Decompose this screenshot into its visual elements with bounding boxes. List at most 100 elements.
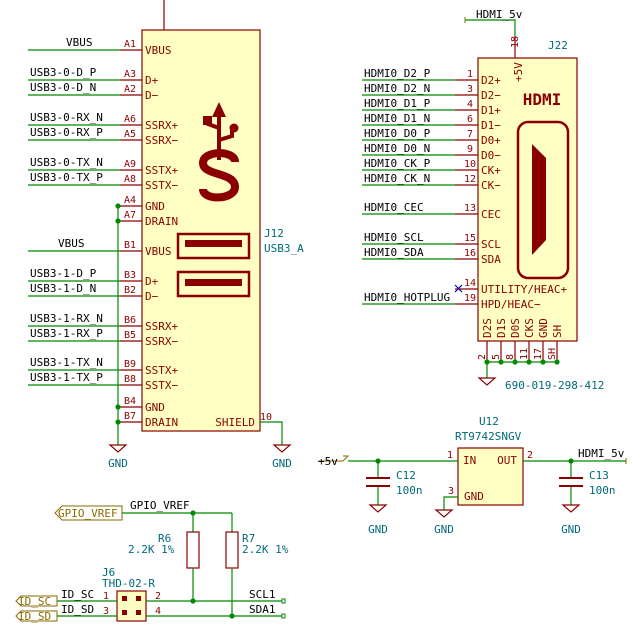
usb-net-label: USB3-1-RX_P [30, 327, 103, 340]
id-eeprom-section: GPIO_VREF GPIO_VREF R6 2.2K 1% R7 2.2K 1… [15, 499, 289, 623]
hdmi-receptacle-tongue [532, 144, 546, 255]
hdmi-pin-name: CK+ [481, 164, 501, 177]
hdmi-bottom-pin-number: 8 [505, 354, 516, 360]
regulator-gnd2-label: GND [434, 523, 454, 536]
usb-net-label: USB3-0-D_N [30, 81, 96, 94]
usb-pin-name: DRAIN [145, 416, 178, 429]
junction-dot [115, 203, 121, 209]
net-end-marker [281, 598, 286, 604]
resistor-r6 [186, 531, 200, 569]
usb-part-value: USB3_A [264, 242, 304, 255]
hdmi-connector-body [477, 57, 578, 342]
resistor-r7-ref: R7 [242, 532, 255, 545]
usb-pin-name: SSTX− [145, 179, 178, 192]
hdmi-pin-name: D2+ [481, 74, 501, 87]
usb-pin-name: DRAIN [145, 215, 178, 228]
no-connect-marker [454, 284, 463, 293]
regulator-gnd3-label: GND [561, 523, 581, 536]
usb-pin-number: A1 [124, 39, 136, 50]
regulator-out-pin-number: 2 [527, 450, 533, 461]
usb-net-label: USB3-0-TX_P [30, 171, 103, 184]
usb-logo-icon [198, 102, 240, 202]
j6-pin4-number: 4 [155, 606, 161, 617]
usb-pin-name: SSRX− [145, 134, 178, 147]
hdmi-pin-name: D1− [481, 119, 501, 132]
hdmi-pin-number: 14 [464, 278, 476, 289]
hdmi-pin-name: D2− [481, 89, 501, 102]
capacitor-c12-ref: C12 [396, 469, 416, 482]
hdmi-net-label: HDMI0_D1_P [364, 97, 431, 110]
hdmi-pin-name: SCL [481, 238, 501, 251]
usb-pin-number: B3 [124, 270, 136, 281]
regulator-body [457, 447, 524, 506]
usb-gnd-right-label: GND [272, 457, 292, 470]
resistor-r7 [225, 531, 239, 569]
usb-net-label: VBUS [58, 237, 85, 250]
hdmi-pin-number: 3 [467, 84, 473, 95]
hdmi-net-label: HDMI0_D2_N [364, 82, 430, 95]
gnd-symbol [434, 509, 454, 518]
usb-pin-name: D+ [145, 275, 159, 288]
power-flag [318, 455, 350, 462]
gpio-vref-net-label: GPIO_VREF [130, 499, 190, 512]
hdmi-net-label: HDMI0_D0_P [364, 127, 431, 140]
usb-pin-number: A6 [124, 114, 136, 125]
hdmi-bottom-pin-number: SH [547, 348, 558, 360]
hdmi-net-label: HDMI0_CK_P [364, 157, 431, 170]
gnd-symbol [561, 504, 581, 513]
usb-net-label: USB3-1-TX_N [30, 356, 103, 369]
hdmi-pin-name: SDA [481, 253, 501, 266]
capacitor-c13-ref: C13 [589, 469, 609, 482]
usb-shield-pin-name: SHIELD [215, 416, 255, 429]
hdmi-bottom-pin-number: 2 [477, 354, 488, 360]
junction-dot [115, 404, 121, 410]
usb-pin-number: A7 [124, 210, 136, 221]
hdmi-pin-number: 10 [464, 159, 476, 170]
hdmi-net-label: HDMI0_CK_N [364, 172, 430, 185]
hdmi-net-label: HDMI0_CEC [364, 201, 424, 214]
j6-pad-icon [136, 596, 141, 601]
usb-pin-number: B8 [124, 374, 136, 385]
usb-pin-number: A4 [124, 195, 136, 206]
usb-pin-number: B4 [124, 396, 136, 407]
net-end-marker [281, 613, 286, 619]
usb-pin-number: A8 [124, 174, 136, 185]
gnd-symbol [477, 377, 497, 386]
hdmi-pin-name: CEC [481, 208, 501, 221]
j6-pad-icon [136, 610, 141, 615]
hdmi-bottom-pin-number: 11 [519, 348, 530, 360]
hdmi-5v-wire [465, 19, 516, 36]
regulator-in-net-label: +5v [318, 455, 338, 468]
usb-net-label: USB3-1-TX_P [30, 371, 103, 384]
usb-net-label: USB3-0-D_P [30, 66, 97, 79]
usb-port-0-tongue [185, 240, 242, 247]
hdmi-pin-name: CK− [481, 179, 501, 192]
usb-pin-number: B9 [124, 359, 136, 370]
hdmi-pin-name: HPD/HEAC− [481, 298, 541, 311]
usb-pin-name: D− [145, 89, 159, 102]
hdmi-bottom-pin-number: 17 [533, 348, 544, 360]
usb-pin-number: A5 [124, 129, 136, 140]
regulator-part-value: RT9742SNGV [455, 430, 522, 443]
hdmi-bottom-pin-name: D1S [495, 318, 508, 338]
usb-pin-number: B7 [124, 411, 136, 422]
usb-pin-number: B5 [124, 330, 136, 341]
hdmi-pin-name: D1+ [481, 104, 501, 117]
usb-pin-number: A2 [124, 84, 136, 95]
regulator-in-pin-number: 1 [447, 450, 453, 461]
usb-net-label: VBUS [66, 36, 93, 49]
usb-shield-wire [260, 421, 283, 445]
j6-pin3-number: 3 [103, 606, 109, 617]
hdmi-pin-number: 4 [467, 99, 473, 110]
resistor-r6-value: 2.2K 1% [128, 543, 175, 556]
capacitor-c12-value: 100n [396, 484, 423, 497]
hdmi-ref-designator: J22 [548, 39, 568, 52]
j6-pin2-number: 2 [155, 591, 161, 602]
usb-pin-name: D+ [145, 74, 159, 87]
usb-net-label: USB3-0-RX_P [30, 126, 103, 139]
usb-pin-number: B2 [124, 285, 136, 296]
hdmi-top-net-label: HDMI_5v [476, 8, 523, 21]
hdmi-net-label: HDMI0_D2_P [364, 67, 431, 80]
